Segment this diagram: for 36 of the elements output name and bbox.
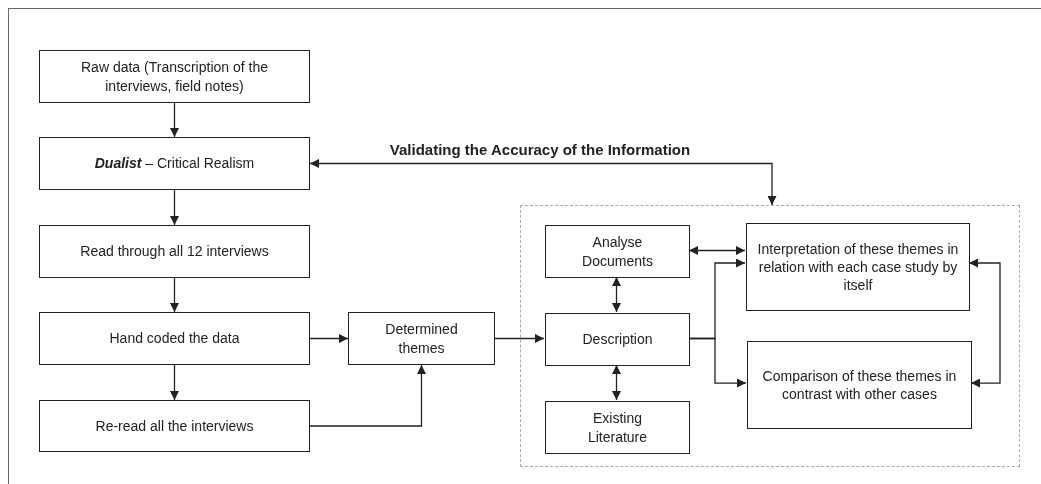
process-box (545, 225, 690, 278)
process-box (348, 312, 495, 365)
process-box (545, 401, 690, 454)
arrow (968, 258, 1001, 388)
arrow (309, 159, 777, 206)
arrow (309, 334, 349, 343)
arrow (688, 246, 746, 255)
node-text: Existing Literature (586, 409, 649, 446)
node-text: Interpretation of these themes in relation with each case study by itself (756, 239, 960, 295)
process-box (746, 223, 970, 311)
node-text: Raw data (Transcription of the interviews, field notes) (80, 58, 269, 95)
arrow (612, 276, 621, 313)
node-text: Dualist – Critical Realism (93, 154, 256, 173)
process-box (39, 137, 310, 190)
process-box (545, 313, 690, 366)
node-text: Comparison of these themes in contrast with other cases (761, 366, 958, 404)
process-box (747, 341, 972, 429)
node-text: Hand coded the data (108, 329, 241, 348)
arrow (494, 334, 545, 343)
node-text: Read through all 12 interviews (79, 242, 270, 261)
arrow (170, 102, 179, 138)
process-box (39, 400, 310, 452)
arrow (688, 337, 747, 388)
node-text: Analyse Documents (581, 233, 654, 270)
arrow (170, 277, 179, 313)
arrow (170, 364, 179, 401)
node-text: Determined themes (384, 320, 459, 357)
arrow (170, 189, 179, 226)
process-box (39, 50, 310, 103)
process-box (39, 225, 310, 278)
dashed-group-box (520, 205, 1020, 467)
node-text: Description (581, 330, 654, 349)
arrow (612, 364, 621, 401)
process-box (39, 312, 310, 365)
arrow (309, 364, 426, 427)
node-text: Re-read all the interviews (94, 416, 255, 436)
